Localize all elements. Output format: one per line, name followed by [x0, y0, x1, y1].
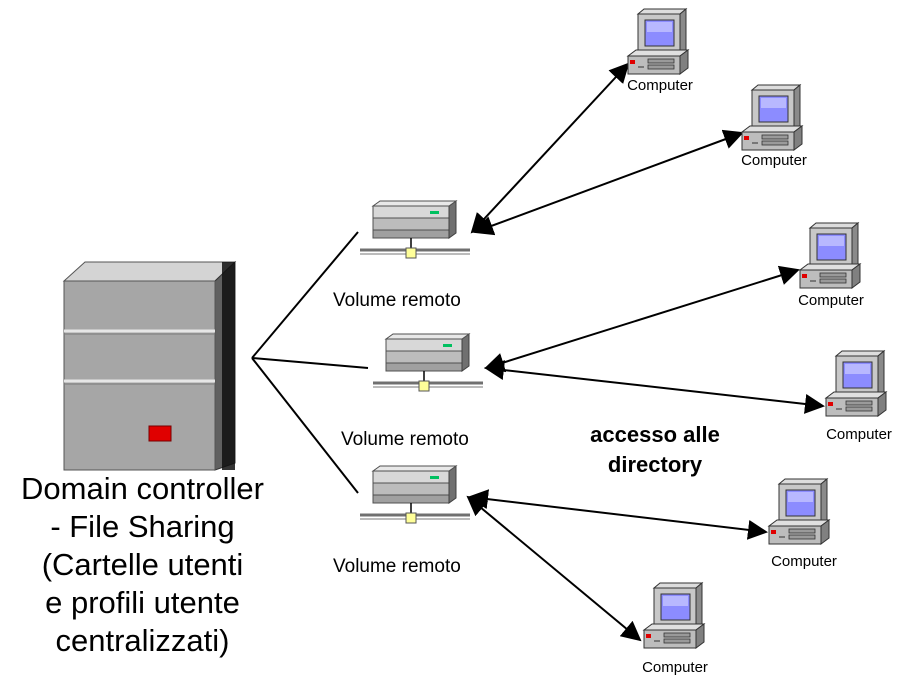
- domain-controller-server-icon: [62, 260, 237, 471]
- computer-icon-1: [627, 8, 689, 75]
- access-label-line-2: directory: [607, 452, 703, 477]
- volume-icon-1: [358, 199, 472, 260]
- computer-label-3: Computer: [798, 292, 864, 309]
- dc-label-line-3: (Cartelle utenti: [41, 547, 244, 582]
- arrow-volume2-computer3: [484, 265, 800, 373]
- computer-icon-2: [741, 84, 803, 151]
- volume-icon-2: [371, 332, 485, 393]
- computer-icon-6: [643, 582, 705, 649]
- arrow-volume1-computer1: [470, 62, 630, 234]
- computer-icon-4: [825, 350, 887, 417]
- computer-label-1: Computer: [627, 77, 693, 94]
- computer-label-5: Computer: [771, 553, 837, 570]
- volume-label-2: Volume remoto: [341, 429, 469, 450]
- volume-label-1: Volume remoto: [333, 290, 461, 311]
- computer-label-6: Computer: [642, 659, 708, 676]
- dc-label-line-4: e profili utente: [45, 585, 240, 620]
- domain-controller-label: Domain controller - File Sharing (Cartel…: [0, 470, 285, 660]
- dc-line-volume-1: [251, 231, 359, 359]
- access-arrows: [466, 62, 825, 642]
- arrow-volume3-computer5: [468, 489, 768, 540]
- dc-connection-lines: [251, 231, 369, 494]
- dc-label-line-2: - File Sharing: [50, 509, 235, 544]
- dc-line-volume-2: [251, 357, 369, 369]
- computer-label-4: Computer: [826, 426, 892, 443]
- computer-icon-5: [768, 478, 830, 545]
- access-label-line-1: accesso alle: [590, 422, 720, 447]
- arrow-volume1-computer2: [473, 129, 744, 236]
- arrow-volume2-computer4: [484, 360, 825, 414]
- arrow-volume3-computer6: [466, 495, 642, 642]
- computer-label-2: Computer: [741, 152, 807, 169]
- volume-label-3: Volume remoto: [333, 556, 461, 577]
- volume-icon-3: [358, 464, 472, 525]
- dc-label-line-5: centralizzati): [55, 623, 230, 658]
- computer-icon-3: [799, 222, 861, 289]
- dc-line-volume-3: [251, 357, 359, 494]
- access-directory-label: accesso alle directory: [570, 420, 740, 480]
- dc-label-line-1: Domain controller: [21, 471, 264, 506]
